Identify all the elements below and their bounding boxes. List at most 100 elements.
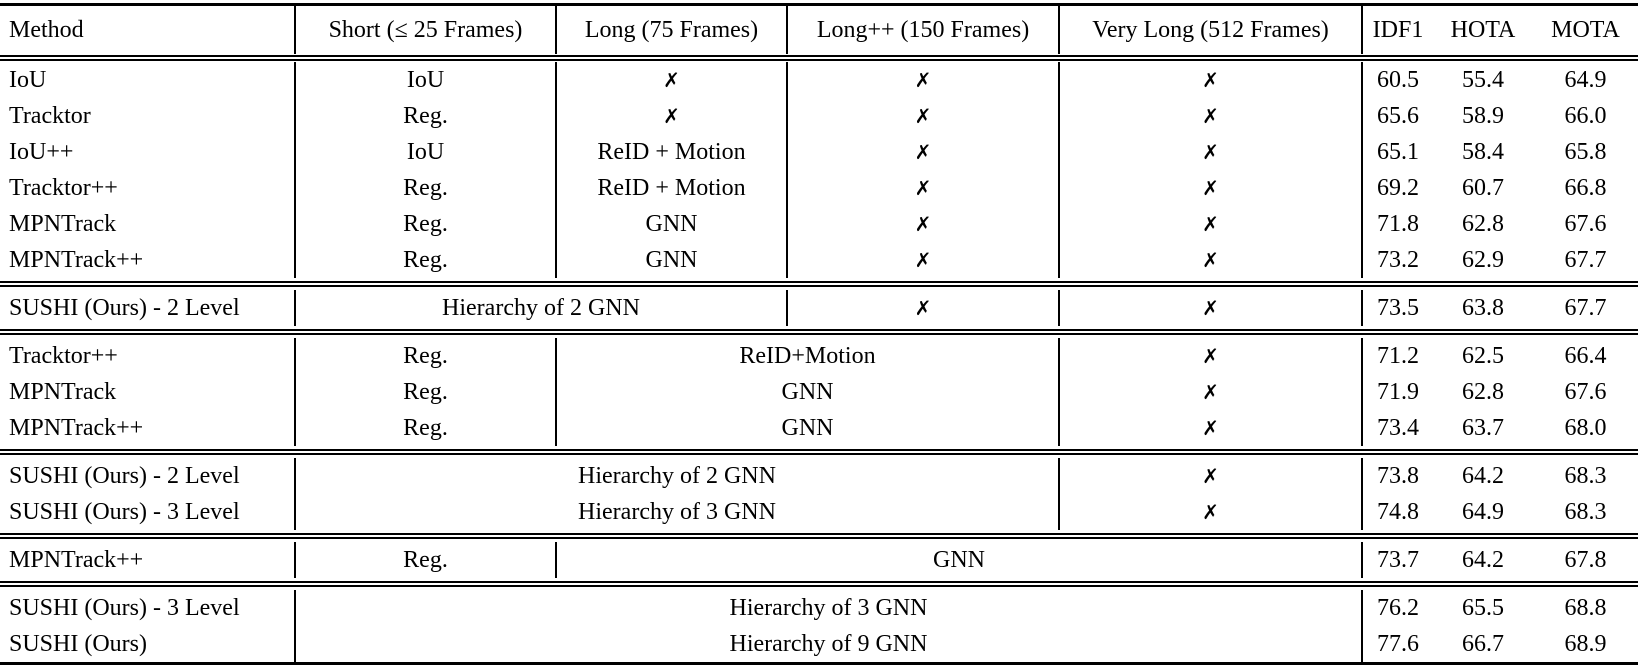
section-mpntrack-512: MPNTrack++ Reg. GNN 73.7 64.2 67.8	[0, 542, 1638, 578]
idf1-value: 74.8	[1377, 499, 1419, 525]
column-header-longpp: Long++ (150 Frames)	[788, 6, 1060, 54]
short-assoc-cell: Reg.	[296, 338, 557, 374]
short-assoc-cell: Reg.	[296, 98, 557, 134]
short-assoc-cell: Reg.	[296, 206, 557, 242]
method-cell: IoU++	[0, 134, 296, 170]
idf1-value: 76.2	[1377, 595, 1419, 621]
method-cell: Tracktor++	[0, 170, 296, 206]
method-cell: Tracktor	[0, 98, 296, 134]
hota-value: 55.4	[1462, 67, 1504, 93]
method-cell: IoU	[0, 62, 296, 98]
hota-value: 62.9	[1462, 247, 1504, 273]
method-cell: MPNTrack++	[0, 242, 296, 278]
table-row: Tracktor Reg. ✗ ✗ ✗ 65.6 58.9 66.0	[0, 98, 1638, 134]
method-cell: SUSHI (Ours) - 3 Level	[0, 590, 296, 626]
hota-value: 58.9	[1462, 103, 1504, 129]
table-row: SUSHI (Ours) Hierarchy of 9 GNN 77.6 66.…	[0, 626, 1638, 662]
section-divider	[0, 578, 1638, 590]
assoc-span-cell: ReID+Motion	[557, 338, 1060, 374]
table-header-row: Method Short (≤ 25 Frames) Long (75 Fram…	[0, 6, 1638, 54]
method-cell: MPNTrack	[0, 206, 296, 242]
xmark-icon: ✗	[557, 62, 788, 98]
table-row: Tracktor++ Reg. ReID + Motion ✗ ✗ 69.2 6…	[0, 170, 1638, 206]
hota-value: 63.8	[1462, 295, 1504, 321]
column-header-short: Short (≤ 25 Frames)	[296, 6, 557, 54]
header-divider	[0, 54, 1638, 62]
column-header-idf1: IDF1	[1372, 17, 1424, 43]
table-row: SUSHI (Ours) - 2 Level Hierarchy of 2 GN…	[0, 290, 1638, 326]
hota-value: 62.8	[1462, 379, 1504, 405]
section-divider	[0, 446, 1638, 458]
section-divider	[0, 326, 1638, 338]
hota-value: 60.7	[1462, 175, 1504, 201]
xmark-icon: ✗	[788, 170, 1060, 206]
column-header-method: Method	[0, 6, 296, 54]
hierarchy-span-cell: Hierarchy of 3 GNN	[296, 494, 1060, 530]
column-header-verylong: Very Long (512 Frames)	[1060, 6, 1363, 54]
xmark-icon: ✗	[557, 98, 788, 134]
table-row: Tracktor++ Reg. ReID+Motion ✗ 71.2 62.5 …	[0, 338, 1638, 374]
idf1-value: 71.2	[1377, 343, 1419, 369]
mota-value: 67.6	[1564, 211, 1607, 237]
short-assoc-cell: IoU	[296, 134, 557, 170]
hierarchy-span-cell: Hierarchy of 3 GNN	[296, 590, 1363, 626]
xmark-icon: ✗	[788, 134, 1060, 170]
hierarchy-span-cell: Hierarchy of 2 GNN	[296, 458, 1060, 494]
xmark-icon: ✗	[788, 206, 1060, 242]
short-assoc-cell: Reg.	[296, 374, 557, 410]
assoc-span-cell: GNN	[557, 542, 1363, 578]
long-assoc-cell: ReID + Motion	[557, 170, 788, 206]
idf1-value: 77.6	[1377, 631, 1419, 657]
long-assoc-cell: GNN	[557, 242, 788, 278]
table-bottom-rule	[0, 662, 1638, 665]
xmark-icon: ✗	[1060, 206, 1363, 242]
method-cell: SUSHI (Ours)	[0, 626, 296, 662]
hota-value: 64.2	[1462, 547, 1504, 573]
xmark-icon: ✗	[1060, 170, 1363, 206]
mota-value: 67.8	[1564, 547, 1607, 573]
hierarchy-span-cell: Hierarchy of 2 GNN	[296, 290, 788, 326]
xmark-icon: ✗	[788, 242, 1060, 278]
table-row: MPNTrack++ Reg. GNN ✗ 73.4 63.7 68.0	[0, 410, 1638, 446]
hota-value: 62.5	[1462, 343, 1504, 369]
idf1-value: 73.7	[1377, 547, 1419, 573]
table-row: MPNTrack++ Reg. GNN ✗ ✗ 73.2 62.9 67.7	[0, 242, 1638, 278]
idf1-value: 73.4	[1377, 415, 1419, 441]
short-assoc-cell: Reg.	[296, 170, 557, 206]
method-cell: MPNTrack++	[0, 410, 296, 446]
xmark-icon: ✗	[1060, 338, 1363, 374]
idf1-value: 73.2	[1377, 247, 1419, 273]
xmark-icon: ✗	[1060, 290, 1363, 326]
table-row: MPNTrack Reg. GNN ✗ ✗ 71.8 62.8 67.6	[0, 206, 1638, 242]
xmark-icon: ✗	[788, 62, 1060, 98]
method-cell: Tracktor++	[0, 338, 296, 374]
table-top-rule	[0, 3, 1638, 6]
mota-value: 66.8	[1564, 175, 1607, 201]
column-header-long: Long (75 Frames)	[557, 6, 788, 54]
mota-value: 67.6	[1564, 379, 1607, 405]
mota-value: 65.8	[1564, 139, 1607, 165]
mota-value: 68.9	[1564, 631, 1607, 657]
short-assoc-cell: IoU	[296, 62, 557, 98]
long-assoc-cell: GNN	[557, 206, 788, 242]
method-cell: SUSHI (Ours) - 2 Level	[0, 458, 296, 494]
table-row: SUSHI (Ours) - 3 Level Hierarchy of 3 GN…	[0, 494, 1638, 530]
hota-value: 58.4	[1462, 139, 1504, 165]
short-assoc-cell: Reg.	[296, 542, 557, 578]
table-row: IoU++ IoU ReID + Motion ✗ ✗ 65.1 58.4 65…	[0, 134, 1638, 170]
long-assoc-cell: ReID + Motion	[557, 134, 788, 170]
xmark-icon: ✗	[1060, 374, 1363, 410]
hota-value: 64.9	[1462, 499, 1504, 525]
mota-value: 67.7	[1564, 247, 1607, 273]
section-sushi-150: SUSHI (Ours) - 2 Level Hierarchy of 2 GN…	[0, 458, 1638, 530]
hierarchy-span-cell: Hierarchy of 9 GNN	[296, 626, 1363, 662]
xmark-icon: ✗	[1060, 242, 1363, 278]
method-cell: MPNTrack++	[0, 542, 296, 578]
idf1-value: 65.6	[1377, 103, 1419, 129]
table-row: SUSHI (Ours) - 2 Level Hierarchy of 2 GN…	[0, 458, 1638, 494]
hota-value: 64.2	[1462, 463, 1504, 489]
section-divider	[0, 530, 1638, 542]
idf1-value: 65.1	[1377, 139, 1419, 165]
idf1-value: 60.5	[1377, 67, 1419, 93]
assoc-span-cell: GNN	[557, 410, 1060, 446]
